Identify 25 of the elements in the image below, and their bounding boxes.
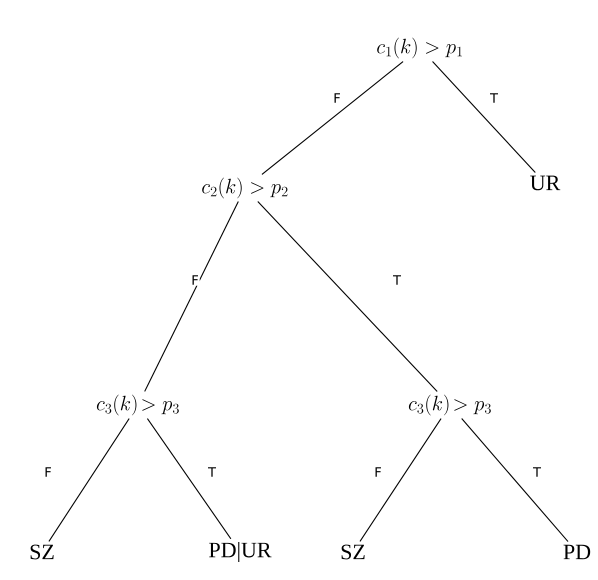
outcome-label: UR [530, 176, 560, 190]
outcome-label: PD [564, 544, 590, 560]
edge-label: F [373, 466, 383, 478]
branch-line [257, 201, 438, 392]
edge-label: F [332, 92, 342, 104]
edge-label: T [489, 92, 499, 104]
branch-line [144, 201, 239, 392]
edge-label: T [207, 466, 217, 478]
branch-line [432, 61, 536, 173]
condition-label: $c_3(k)\!> p_3$ [408, 394, 491, 416]
condition-label: $c_3(k)\!> p_3$ [96, 394, 179, 416]
edge-label: T [392, 274, 402, 286]
condition-label: $c_2(k) > p_2$ [202, 178, 288, 198]
outcome-label: PD|UR [209, 542, 272, 562]
edge-label: F [43, 466, 53, 478]
edge-label: F [190, 274, 200, 286]
branch-line [461, 418, 568, 542]
condition-label: $c_1(k) > p_1$ [377, 38, 462, 58]
branch-line [360, 418, 442, 542]
branch-line [146, 418, 232, 540]
branch-line [48, 418, 130, 542]
edge-label: T [532, 466, 542, 478]
outcome-label: SZ [342, 544, 365, 560]
outcome-label: SZ [30, 544, 54, 560]
branch-line [262, 61, 404, 175]
